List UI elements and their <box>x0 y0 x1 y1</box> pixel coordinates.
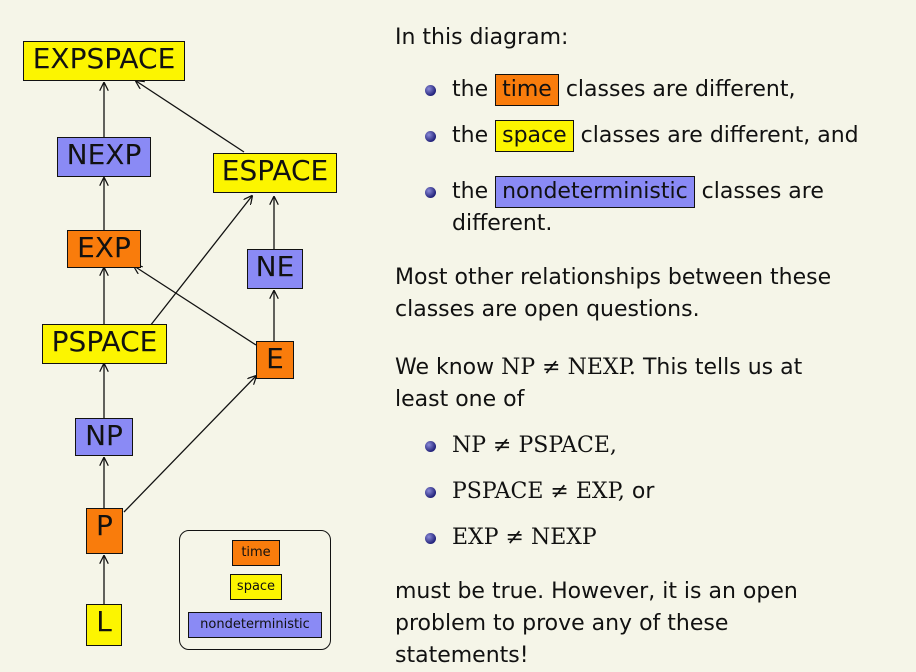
bullet-icon <box>425 187 436 198</box>
bullet-suffix: classes are different, and <box>580 123 859 148</box>
intro-line: In this diagram: <box>395 25 569 50</box>
open-questions-paragraph: Most other relationships between these c… <box>395 265 832 322</box>
math-np-neq-pspace: NP ≠ PSPACE, <box>452 433 617 458</box>
list-item: EXP ≠ NEXP <box>395 522 895 554</box>
legend: time space nondeterministic <box>179 530 331 650</box>
difference-list: the time classes are different, the spac… <box>395 74 895 240</box>
node-nexp: NEXP <box>57 137 151 177</box>
node-espace: ESPACE <box>213 153 337 193</box>
bullet-icon <box>425 131 436 142</box>
bullet-prefix: the <box>452 77 489 102</box>
list-item: the nondeterministic classes are differe… <box>395 176 895 240</box>
bullet-icon <box>425 533 436 544</box>
node-e: E <box>256 341 294 379</box>
bullet-suffix: classes are different. <box>452 179 824 236</box>
bullet-prefix: the <box>452 123 489 148</box>
edge-layer <box>0 0 360 604</box>
node-p: P <box>86 508 123 554</box>
node-ne: NE <box>247 249 303 289</box>
list-item: NP ≠ PSPACE, <box>395 430 895 462</box>
highlight-space: space <box>495 120 574 152</box>
node-exp: EXP <box>67 230 141 268</box>
inequality-list: NP ≠ PSPACE, PSPACE ≠ EXP, or EXP ≠ NEXP <box>395 430 895 554</box>
bullet-icon <box>425 487 436 498</box>
highlight-nondeterministic: nondeterministic <box>495 176 695 208</box>
bullet-icon <box>425 85 436 96</box>
para-prefix: We know <box>395 355 495 380</box>
bullet-prefix: the <box>452 179 489 204</box>
bullet-icon <box>425 441 436 452</box>
list-item: the time classes are different, <box>395 74 895 106</box>
math-exp-neq-nexp: EXP ≠ NEXP <box>452 525 597 550</box>
legend-time: time <box>232 540 280 566</box>
conclusion-paragraph: must be true. However, it is an open pro… <box>395 579 798 668</box>
math-pspace-neq-exp: PSPACE ≠ EXP, <box>452 479 625 504</box>
bullet-suffix: classes are different, <box>565 77 796 102</box>
edge-espace-expspace <box>136 81 245 153</box>
legend-nondeterministic: nondeterministic <box>188 612 322 638</box>
np-nexp-paragraph: We know NP ≠ NEXP. This tells us at leas… <box>395 352 845 416</box>
complexity-class-diagram: EXPSPACE NEXP ESPACE EXP NE PSPACE E NP … <box>0 0 360 670</box>
para-suffix: This tells us at least one of <box>395 355 803 412</box>
node-l: L <box>86 604 122 646</box>
edge-e-exp <box>134 266 257 346</box>
list-item: the space classes are different, and <box>395 120 895 152</box>
edge-pspace-espace <box>149 196 252 327</box>
highlight-time: time <box>495 74 559 106</box>
explanation-text: In this diagram: the time classes are di… <box>395 22 895 672</box>
legend-space: space <box>230 574 282 600</box>
node-np: NP <box>75 418 133 456</box>
node-expspace: EXPSPACE <box>23 41 185 81</box>
list-suffix: or <box>631 479 655 504</box>
math-np-neq-nexp: NP ≠ NEXP. <box>501 355 636 380</box>
node-pspace: PSPACE <box>42 324 167 364</box>
list-item: PSPACE ≠ EXP, or <box>395 476 895 508</box>
edge-p-e <box>123 376 256 513</box>
